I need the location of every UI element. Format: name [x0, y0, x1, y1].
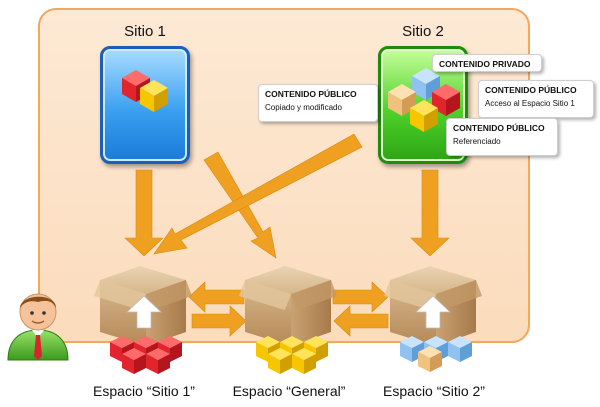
space1-label: Espacio “Sitio 1” [93, 383, 195, 399]
cube-icon [410, 100, 438, 132]
callout-copied-heading: CONTENIDO PÚBLICO [265, 89, 357, 99]
box-icon [94, 266, 192, 346]
space1-cubes [110, 336, 182, 374]
callout-access-sub: Acceso al Espacio Sitio 1 [485, 99, 575, 108]
upload-arrow-icon [414, 295, 452, 329]
cube-icon [388, 84, 416, 116]
callout-private-content: CONTENIDO PRIVADO [432, 54, 542, 72]
site2-cubes [388, 68, 460, 132]
callout-referenced-heading: CONTENIDO PÚBLICO [453, 123, 545, 133]
space2-label: Espacio “Sitio 2” [383, 383, 485, 399]
space-general-cubes [256, 336, 328, 374]
cube-icon [140, 80, 168, 112]
arrow-space2-to-general [333, 305, 389, 337]
site1-title: Sitio 1 [124, 23, 166, 40]
arrow-site2-to-space1 [153, 133, 363, 255]
arrow-site2-down [410, 169, 450, 257]
arrow-general-to-space2 [332, 281, 389, 313]
callout-copied-content: CONTENIDO PÚBLICO Copiado y modificado [258, 84, 378, 122]
callout-referenced-sub: Referenciado [453, 137, 501, 146]
user-icon [7, 293, 69, 361]
callout-access-heading: CONTENIDO PÚBLICO [485, 85, 577, 95]
site1-cubes [122, 70, 168, 112]
box-icon [239, 266, 337, 346]
callout-private-heading: CONTENIDO PRIVADO [439, 59, 531, 69]
arrow-general-to-space1 [188, 281, 245, 313]
callout-copied-sub: Copiado y modificado [265, 103, 342, 112]
arrows [124, 133, 450, 337]
callout-referenced-content: CONTENIDO PÚBLICO Referenciado [446, 118, 558, 156]
site2-title: Sitio 2 [402, 23, 444, 40]
space2-cubes [400, 336, 472, 372]
space-general-label: Espacio “General” [232, 383, 346, 399]
arrow-site1-down [124, 169, 164, 257]
upload-arrow-icon [125, 295, 163, 329]
box-icon [384, 266, 482, 346]
arrow-space1-to-general [191, 305, 247, 337]
callout-access-content: CONTENIDO PÚBLICO Acceso al Espacio Siti… [478, 80, 594, 118]
